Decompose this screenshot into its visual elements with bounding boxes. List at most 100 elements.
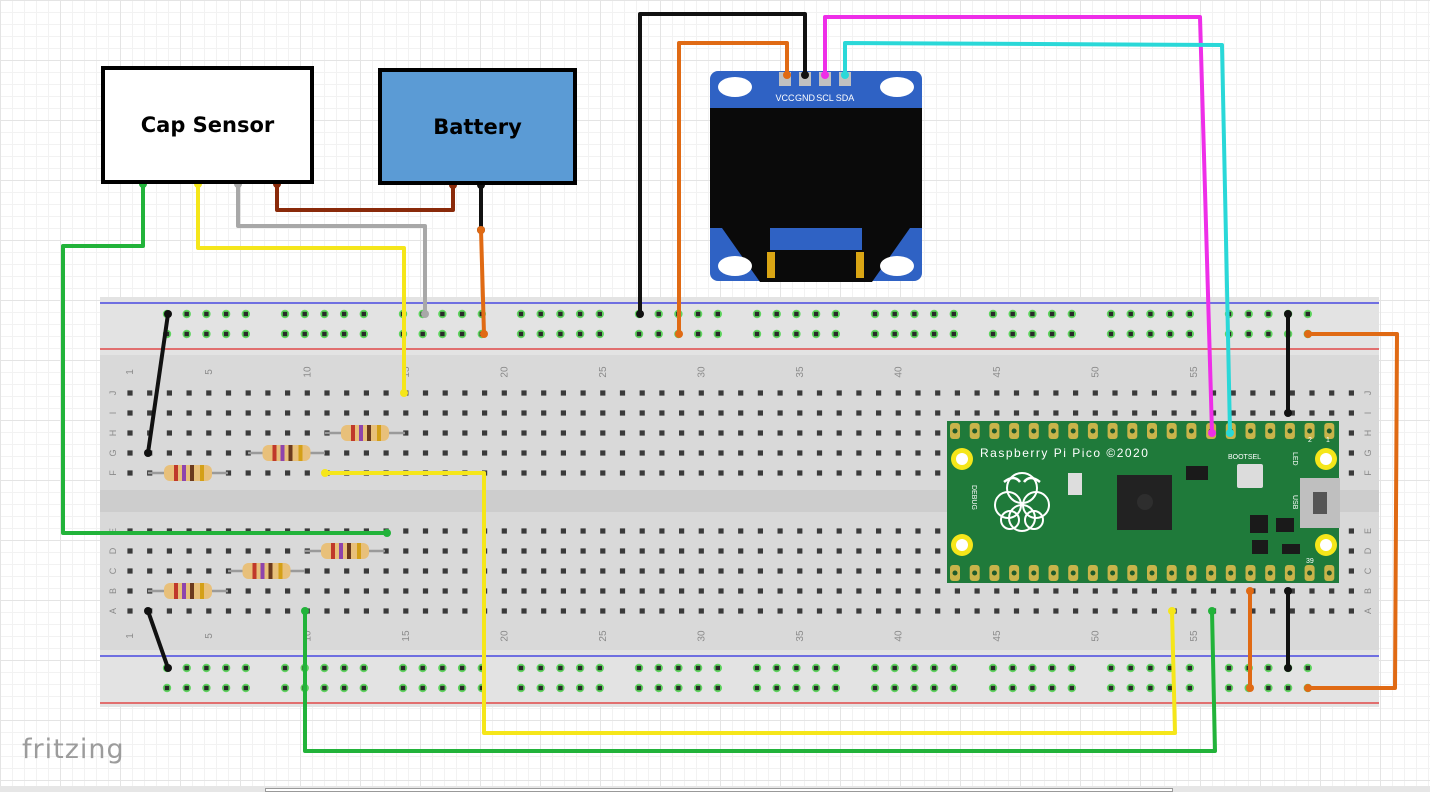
bootsel-button: [1237, 464, 1263, 488]
column-number: 35: [795, 630, 806, 642]
pico-crystal: [1068, 473, 1082, 495]
row-letter: G: [108, 449, 118, 456]
wire-green-signal: [303, 609, 1217, 753]
wire-brown-sensor-battery: [275, 182, 455, 212]
resistor-3: [164, 465, 212, 481]
column-number: 20: [499, 630, 510, 642]
resistor-band: [357, 543, 361, 559]
row-letter: J: [1363, 391, 1373, 396]
resistor-band: [359, 425, 363, 441]
row-letter: B: [108, 588, 118, 594]
oled-contact: [856, 252, 864, 278]
resistor-band: [339, 543, 343, 559]
column-number: 10: [302, 366, 313, 378]
fritzing-logo: fritzing: [22, 734, 125, 765]
oled-pin-label: GND: [795, 93, 816, 103]
pico-pin-number: 39: [1306, 558, 1314, 565]
column-number: 45: [992, 366, 1003, 378]
resistor-1: [341, 425, 389, 441]
pico-usb-label: USB: [1291, 495, 1298, 510]
pico-debug-label: DEBUG: [970, 485, 977, 510]
resistor-band: [190, 583, 194, 599]
column-number: 35: [795, 366, 806, 378]
resistor-6: [164, 583, 212, 599]
resistor-band: [200, 583, 204, 599]
scrollbar[interactable]: [265, 788, 1173, 792]
column-number: 40: [893, 630, 904, 642]
wire-orange-rail-link: [1306, 332, 1399, 690]
resistor-band: [268, 563, 273, 579]
oled-screen: [710, 108, 922, 228]
pico-flash-chip: [1250, 515, 1268, 533]
column-number: 50: [1090, 630, 1101, 642]
wire-black-jumper-top: [146, 312, 170, 455]
pico-pin-number: 1: [1326, 437, 1330, 444]
pico-component: [1282, 544, 1300, 554]
resistor-band: [272, 445, 277, 461]
row-letter: C: [108, 567, 118, 574]
resistor-band: [200, 465, 204, 481]
wire-yellow-sensor: [196, 182, 406, 395]
row-letter: H: [1363, 430, 1373, 437]
column-number: 20: [499, 366, 510, 378]
oled-flex-left: [722, 228, 770, 282]
resistor-band: [190, 465, 194, 481]
column-number: 15: [401, 366, 412, 378]
bottom-power-rail: [100, 650, 1379, 707]
resistor-band: [347, 543, 351, 559]
resistor-band: [182, 465, 186, 481]
pico-pin-number: 2: [1308, 437, 1312, 444]
wire-black-oled-gnd: [638, 12, 807, 316]
resistor-5: [242, 563, 291, 579]
pico-regulator: [1186, 466, 1208, 480]
resistor-band: [280, 445, 285, 461]
cap-sensor-box[interactable]: Cap Sensor: [101, 66, 314, 184]
resistor-band: [367, 425, 371, 441]
row-letter: G: [1363, 449, 1373, 456]
column-number: 55: [1189, 630, 1200, 642]
column-number: 40: [893, 366, 904, 378]
wire-orange-oled-vcc: [677, 41, 789, 336]
column-number: 25: [598, 366, 609, 378]
cap-sensor-label: Cap Sensor: [140, 113, 275, 137]
oled-pin-label: SDA: [836, 93, 855, 103]
wire-green-sensor: [61, 182, 389, 535]
row-letter: I: [108, 412, 118, 415]
resistor-band: [182, 583, 186, 599]
oled-flex-right: [862, 228, 910, 282]
resistor-band: [174, 583, 178, 599]
pico-bootsel-label: BOOTSEL: [1228, 454, 1261, 461]
row-letter: E: [1363, 528, 1373, 534]
wire-cyan-oled-sda: [843, 41, 1232, 435]
wire-orange-battery: [479, 228, 486, 336]
resistor-band: [278, 563, 283, 579]
resistor-band: [377, 425, 381, 441]
wire-black-jumper-bottom: [146, 609, 170, 670]
row-letter: J: [108, 391, 118, 396]
row-letter: B: [1363, 588, 1373, 594]
row-letter: D: [1363, 547, 1373, 554]
resistor-4: [321, 543, 369, 559]
pico-component: [1252, 540, 1268, 554]
resistors: [148, 425, 405, 599]
resistor-band: [288, 445, 293, 461]
resistor-band: [174, 465, 178, 481]
column-number: 30: [696, 630, 707, 642]
top-power-rail: [100, 297, 1379, 355]
resistor-band: [252, 563, 257, 579]
pico-component: [1276, 518, 1294, 532]
wire-yellow-signal: [323, 471, 1177, 735]
column-number: 15: [401, 630, 412, 642]
column-number: 50: [1090, 366, 1101, 378]
pico-title: Raspberry Pi Pico ©2020: [980, 446, 1149, 460]
column-number: 1: [125, 369, 136, 375]
resistor-band: [351, 425, 355, 441]
battery-box[interactable]: Battery: [378, 68, 577, 185]
row-letter: C: [1363, 567, 1373, 574]
column-number: 55: [1189, 366, 1200, 378]
column-number: 30: [696, 366, 707, 378]
mounting-hole: [880, 256, 914, 276]
mounting-hole: [718, 256, 752, 276]
